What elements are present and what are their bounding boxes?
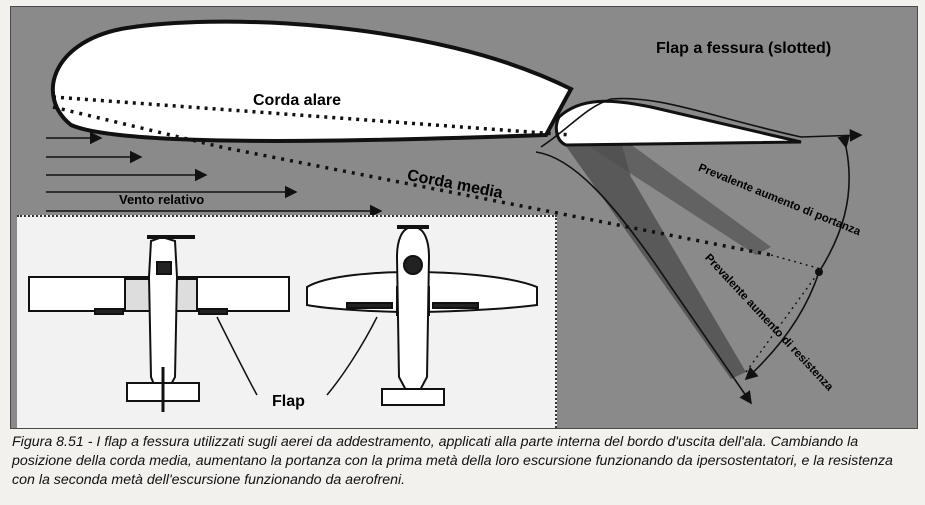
slotted-flap xyxy=(554,99,802,147)
figure-caption: Figura 8.51 - I flap a fessura utilizzat… xyxy=(12,433,917,490)
wing-chord-label: Corda alare xyxy=(253,92,342,109)
flap-label: Flap xyxy=(272,393,305,410)
relative-wind-arrows xyxy=(46,131,383,218)
relative-wind-label: Vento relativo xyxy=(119,192,205,207)
caption-text: I flap a fessura utilizzati sugli aerei … xyxy=(12,434,893,488)
caption-figure-number: Figura 8.51 - xyxy=(12,434,93,450)
slotted-flap-label: Flap a fessura (slotted) xyxy=(656,40,832,57)
figure-panel: Flap a fessura (slotted) Corda alare Cor… xyxy=(10,6,918,429)
chord-line-wing xyxy=(52,95,572,137)
wing-airfoil xyxy=(50,19,574,143)
flap-sweep-drag xyxy=(556,132,746,379)
aircraft-topviews xyxy=(28,225,538,412)
chord-line-mean xyxy=(52,105,772,257)
airfoil-diagram xyxy=(46,19,863,405)
aircraft-inset: Flap xyxy=(17,215,557,428)
